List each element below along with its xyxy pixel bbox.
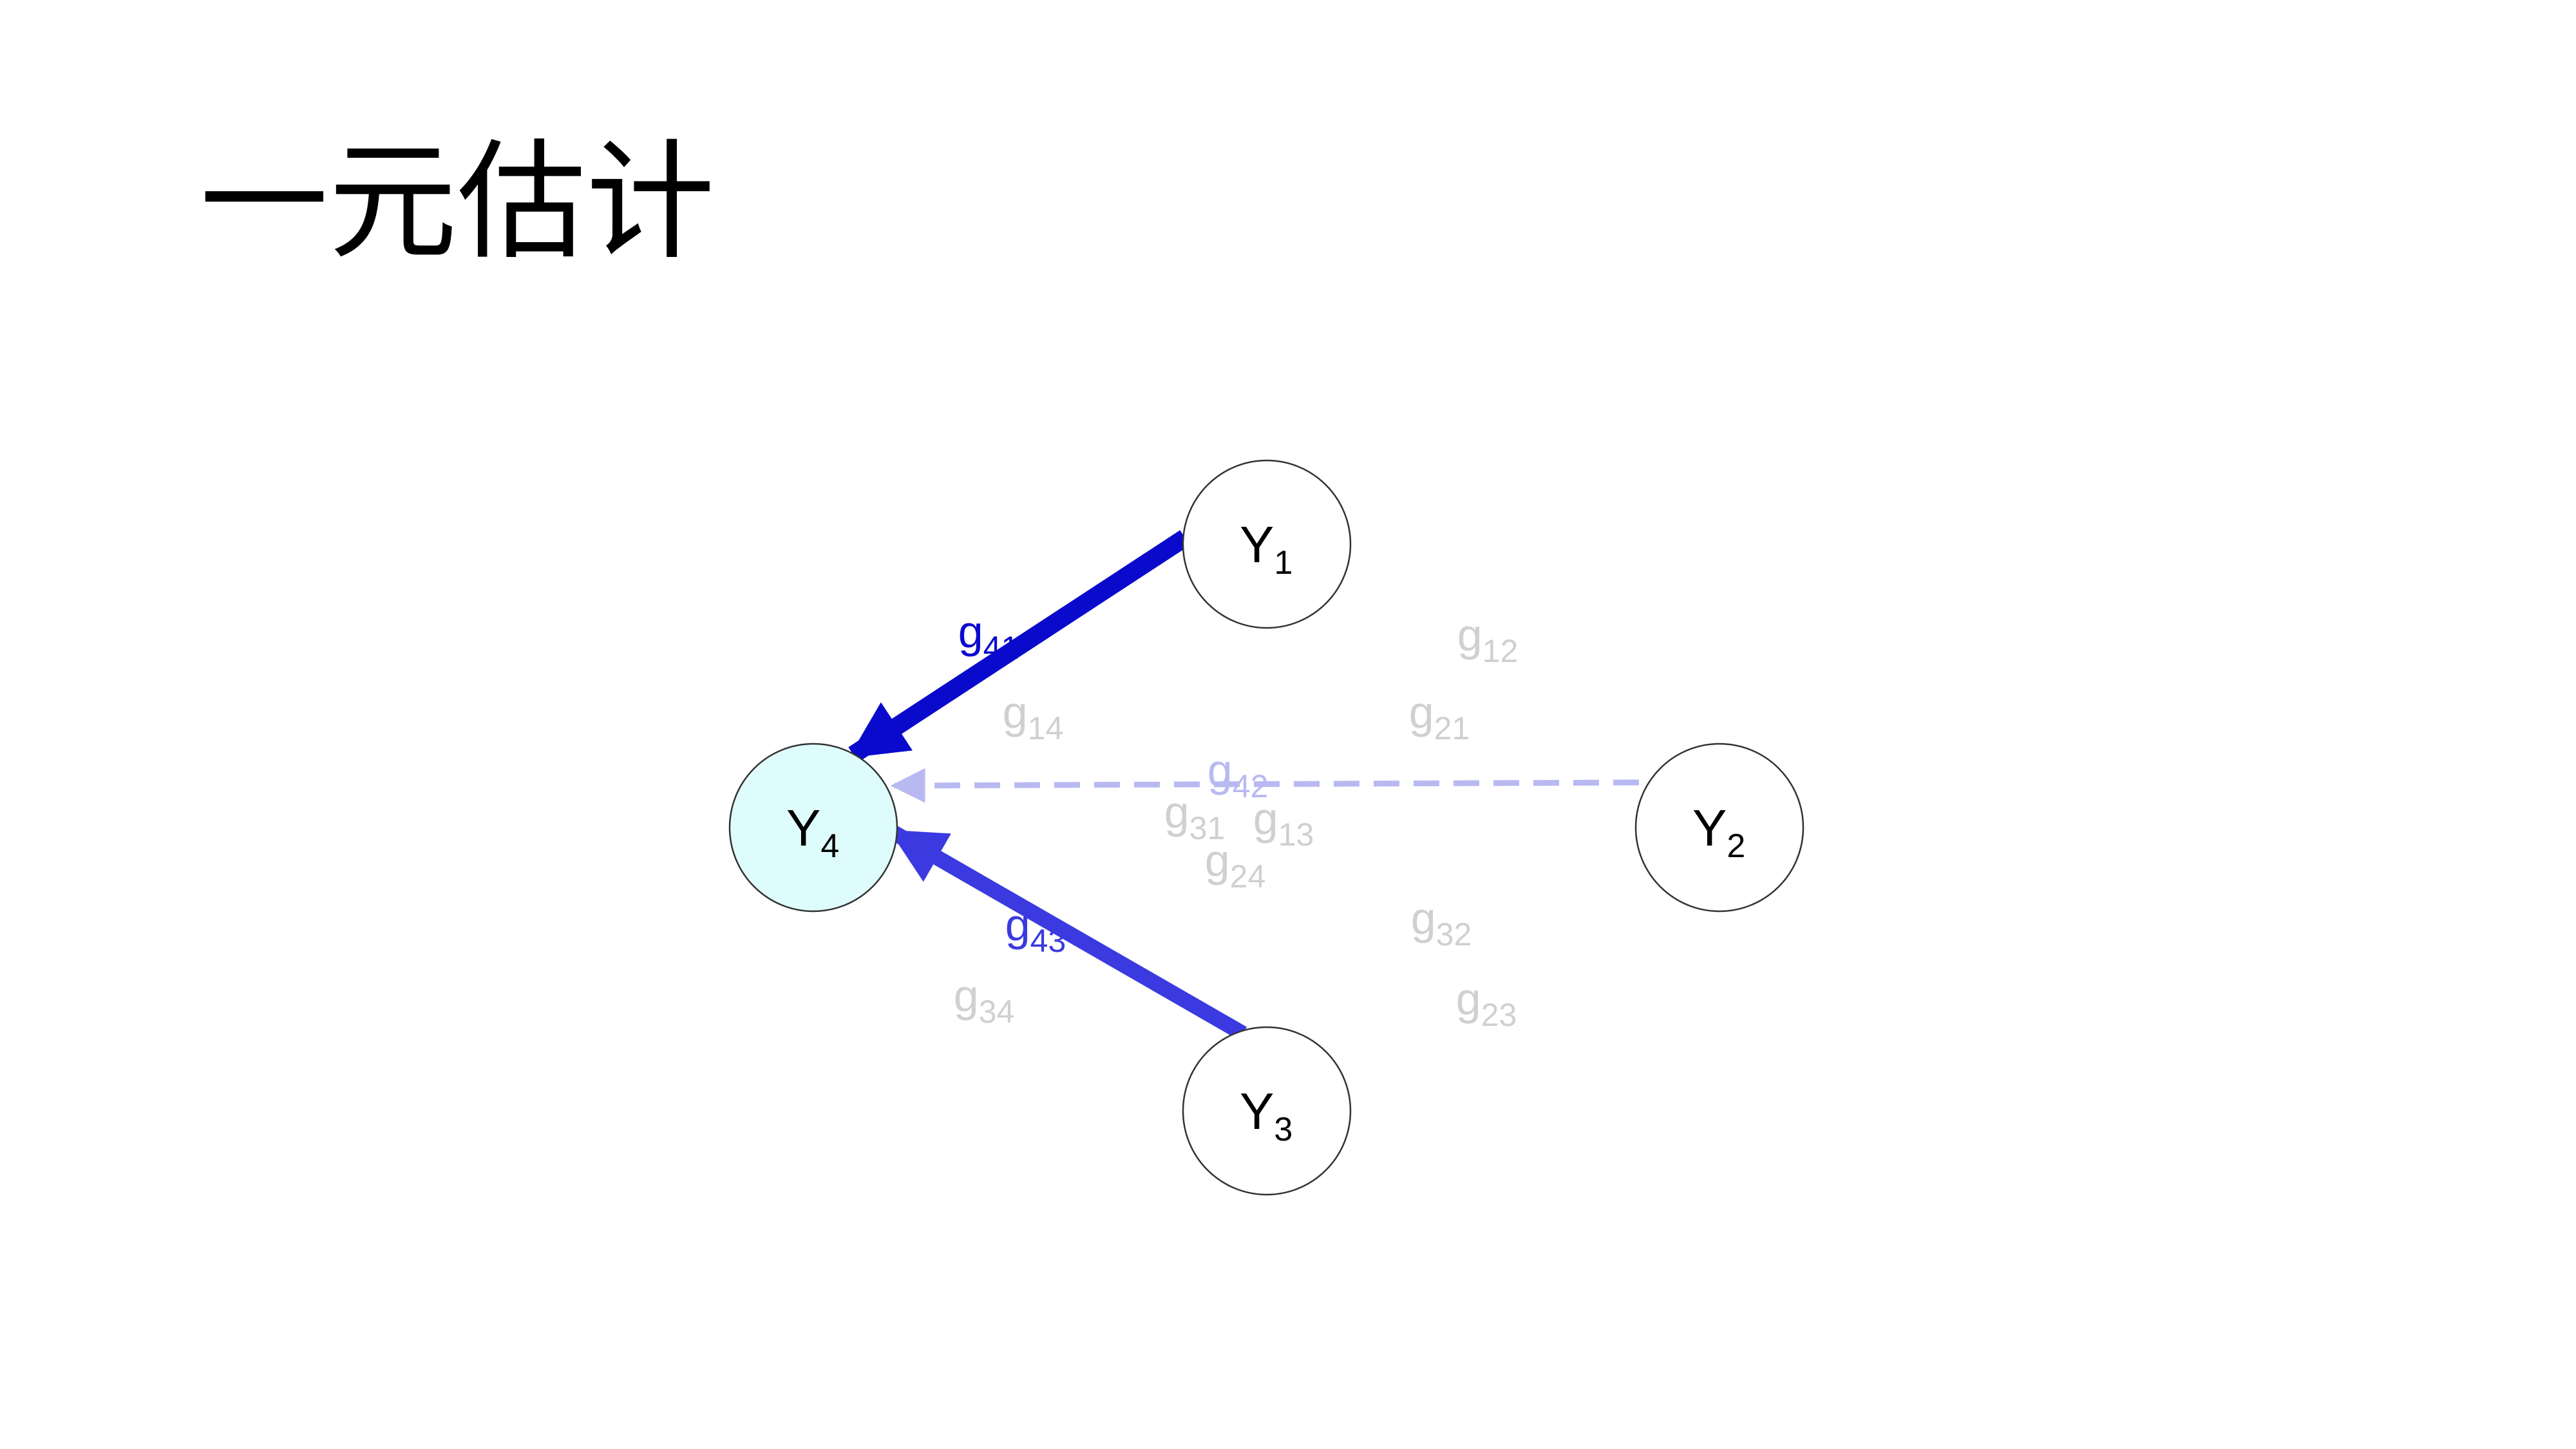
- node-y3: [1182, 1026, 1352, 1196]
- node-y4: [728, 743, 898, 913]
- inactive-label-g14: g14: [1003, 687, 1064, 746]
- node-label-y4: Y4: [786, 799, 839, 865]
- inactive-label-g21: g21: [1409, 687, 1470, 746]
- node-label-y3: Y3: [1240, 1083, 1293, 1148]
- edge-label-g42: g42: [1208, 745, 1269, 804]
- edge-y2-to-y4: [890, 768, 1640, 803]
- inactive-label-g31: g31: [1164, 787, 1226, 846]
- inactive-label-g23: g23: [1456, 974, 1517, 1033]
- edge-label-g43: g43: [1005, 900, 1066, 959]
- edge-y3-to-y4: [889, 826, 1247, 1041]
- node-y1: [1182, 459, 1352, 629]
- inactive-label-g24: g24: [1205, 835, 1266, 895]
- inactive-label-g34: g34: [954, 971, 1015, 1030]
- inactive-label-g13: g13: [1253, 793, 1314, 853]
- node-label-y2: Y2: [1692, 799, 1745, 865]
- node-y2: [1634, 743, 1804, 913]
- slide-title: 一元估计: [200, 128, 715, 278]
- inactive-label-g32: g32: [1411, 893, 1472, 952]
- node-label-y1: Y1: [1240, 516, 1293, 582]
- edge-label-g41: g41: [958, 607, 1019, 666]
- edge-y1-to-y4: [848, 530, 1190, 762]
- inactive-label-g12: g12: [1457, 610, 1519, 669]
